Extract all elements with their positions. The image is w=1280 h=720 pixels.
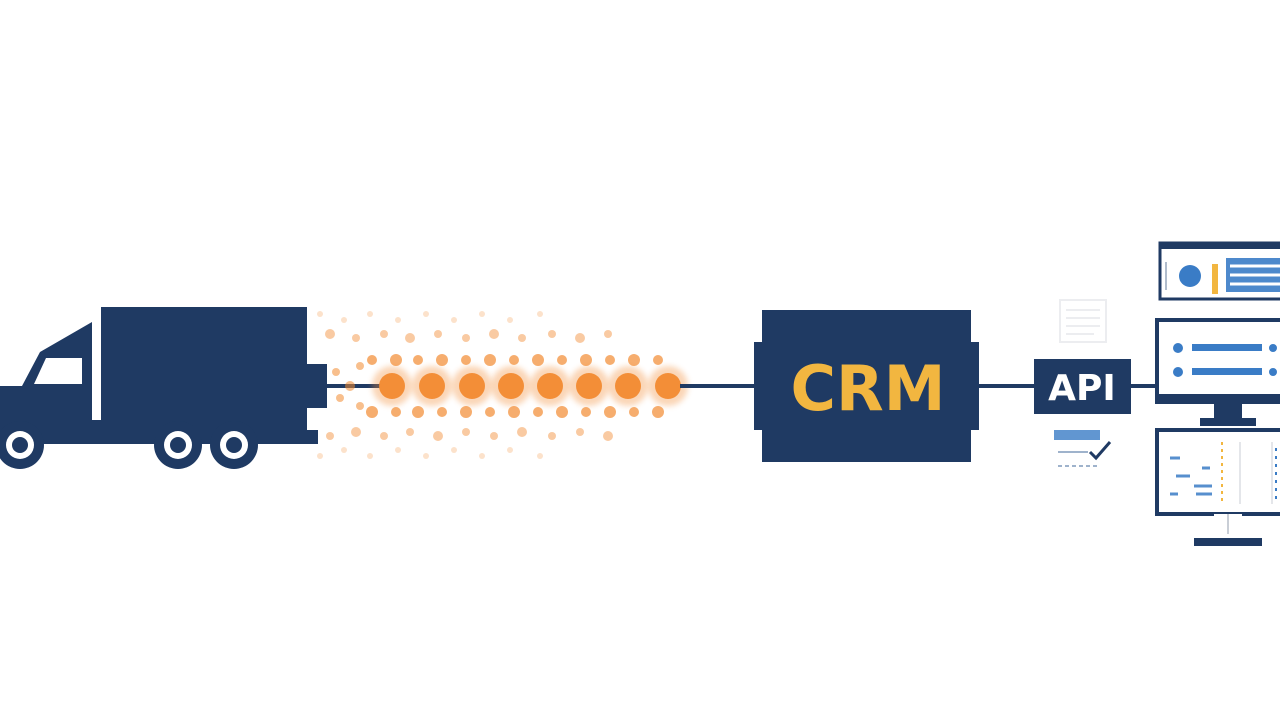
data-particle	[507, 317, 513, 323]
data-particle	[604, 406, 616, 418]
data-particle	[395, 447, 401, 453]
data-particle	[548, 432, 556, 440]
data-particle	[604, 330, 612, 338]
data-particle	[351, 427, 361, 437]
data-particle	[484, 354, 496, 366]
data-particle	[479, 311, 485, 317]
data-particle	[460, 406, 472, 418]
data-particle	[380, 432, 388, 440]
data-particle	[451, 317, 457, 323]
checklist-icon	[1054, 430, 1112, 467]
dashboard-monitors	[1155, 241, 1280, 546]
data-particle	[326, 432, 334, 440]
api-box: API	[1034, 359, 1131, 414]
crm-box: CRM	[754, 310, 979, 462]
data-particle	[451, 447, 457, 453]
data-particle	[576, 428, 584, 436]
data-particle	[423, 311, 429, 317]
data-particle	[341, 447, 347, 453]
data-particle	[380, 330, 388, 338]
data-particle	[615, 373, 641, 399]
data-particle	[391, 407, 401, 417]
data-particle	[485, 407, 495, 417]
data-particle	[548, 330, 556, 338]
data-particle	[507, 447, 513, 453]
data-particle	[356, 362, 364, 370]
data-particle	[629, 407, 639, 417]
data-particle	[367, 311, 373, 317]
data-particle	[580, 354, 592, 366]
data-particle	[317, 453, 323, 459]
data-particle	[652, 406, 664, 418]
data-particle	[628, 354, 640, 366]
data-particle	[332, 368, 340, 376]
data-particle	[509, 355, 519, 365]
data-particle	[537, 373, 563, 399]
data-particle	[379, 373, 405, 399]
api-label: API	[1048, 368, 1116, 409]
data-particle	[341, 317, 347, 323]
data-particle	[557, 355, 567, 365]
data-particle	[405, 333, 415, 343]
data-particle	[508, 406, 520, 418]
data-particle	[434, 330, 442, 338]
data-particle	[517, 427, 527, 437]
data-particle	[537, 311, 543, 317]
wheel	[210, 421, 258, 469]
data-particle	[605, 355, 615, 365]
data-particle	[576, 373, 602, 399]
data-particle	[498, 373, 524, 399]
data-particle	[581, 407, 591, 417]
data-particles	[317, 311, 688, 459]
data-particle	[459, 373, 485, 399]
data-particle	[413, 355, 423, 365]
data-particle	[532, 354, 544, 366]
data-particle	[436, 354, 448, 366]
data-particle	[390, 354, 402, 366]
data-particle	[395, 317, 401, 323]
data-particle	[462, 428, 470, 436]
data-particle	[461, 355, 471, 365]
wheel	[0, 421, 44, 469]
wheel	[154, 421, 202, 469]
data-particle	[518, 334, 526, 342]
data-particle	[556, 406, 568, 418]
data-particle	[653, 355, 663, 365]
truck-icon	[0, 307, 327, 469]
data-particle	[655, 373, 681, 399]
document-icon	[1059, 299, 1107, 343]
data-particle	[462, 334, 470, 342]
crm-label: CRM	[791, 352, 946, 425]
dashboard-panel-top	[1158, 241, 1280, 301]
data-particle	[537, 453, 543, 459]
data-particle	[423, 453, 429, 459]
data-particle	[433, 431, 443, 441]
data-particle	[356, 402, 364, 410]
data-particle	[490, 432, 498, 440]
data-particle	[317, 311, 323, 317]
data-particle	[603, 431, 613, 441]
data-particle	[366, 406, 378, 418]
data-particle	[367, 453, 373, 459]
dashboard-monitor	[1155, 428, 1280, 546]
data-particle	[352, 334, 360, 342]
data-particle	[533, 407, 543, 417]
data-particle	[489, 329, 499, 339]
dashboard-monitor	[1155, 318, 1280, 426]
data-particle	[367, 355, 377, 365]
data-particle	[336, 394, 344, 402]
data-particle	[325, 329, 335, 339]
data-particle	[406, 428, 414, 436]
data-particle	[575, 333, 585, 343]
data-particle	[412, 406, 424, 418]
data-particle	[419, 373, 445, 399]
data-particle	[345, 381, 355, 391]
data-particle	[479, 453, 485, 459]
data-particle	[437, 407, 447, 417]
